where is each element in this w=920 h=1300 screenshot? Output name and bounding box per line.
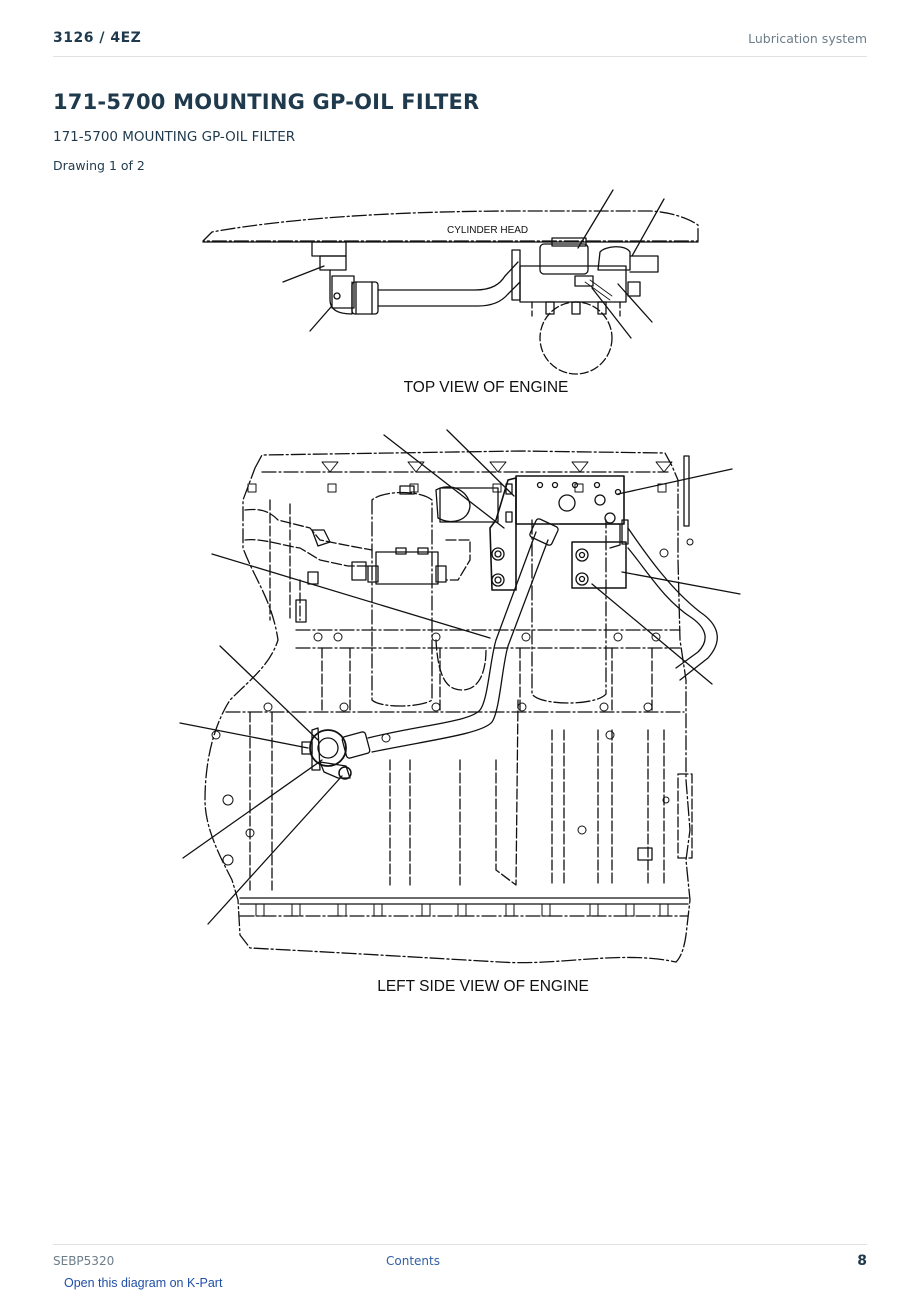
page-footer: SEBP5320 Contents 8	[53, 1244, 867, 1273]
contents-link[interactable]: Contents	[386, 1254, 440, 1268]
top-view-caption: TOP VIEW OF ENGINE	[404, 379, 569, 396]
page-number: 8	[857, 1253, 867, 1269]
cylinder-head-label: CYLINDER HEAD	[447, 225, 528, 236]
parts-diagram: CYLINDER HEAD TOP VIEW OF ENGINE	[179, 189, 741, 995]
page-subtitle: 171-5700 MOUNTING GP-OIL FILTER	[53, 129, 296, 145]
page-header: 3126 / 4EZ Lubrication system	[53, 28, 867, 57]
top-view-drawing: CYLINDER HEAD TOP VIEW OF ENGINE	[202, 189, 699, 396]
side-view-drawing: LEFT SIDE VIEW OF ENGINE	[179, 429, 741, 995]
model-code: 3126 / 4EZ	[53, 30, 142, 46]
page-title: 171-5700 MOUNTING GP-OIL FILTER	[53, 90, 480, 114]
section-name: Lubrication system	[748, 31, 867, 46]
kpart-link[interactable]: Open this diagram on K-Part	[64, 1276, 223, 1290]
document-number: SEBP5320	[53, 1254, 115, 1268]
drawing-count: Drawing 1 of 2	[53, 158, 145, 173]
side-view-caption: LEFT SIDE VIEW OF ENGINE	[377, 978, 589, 995]
